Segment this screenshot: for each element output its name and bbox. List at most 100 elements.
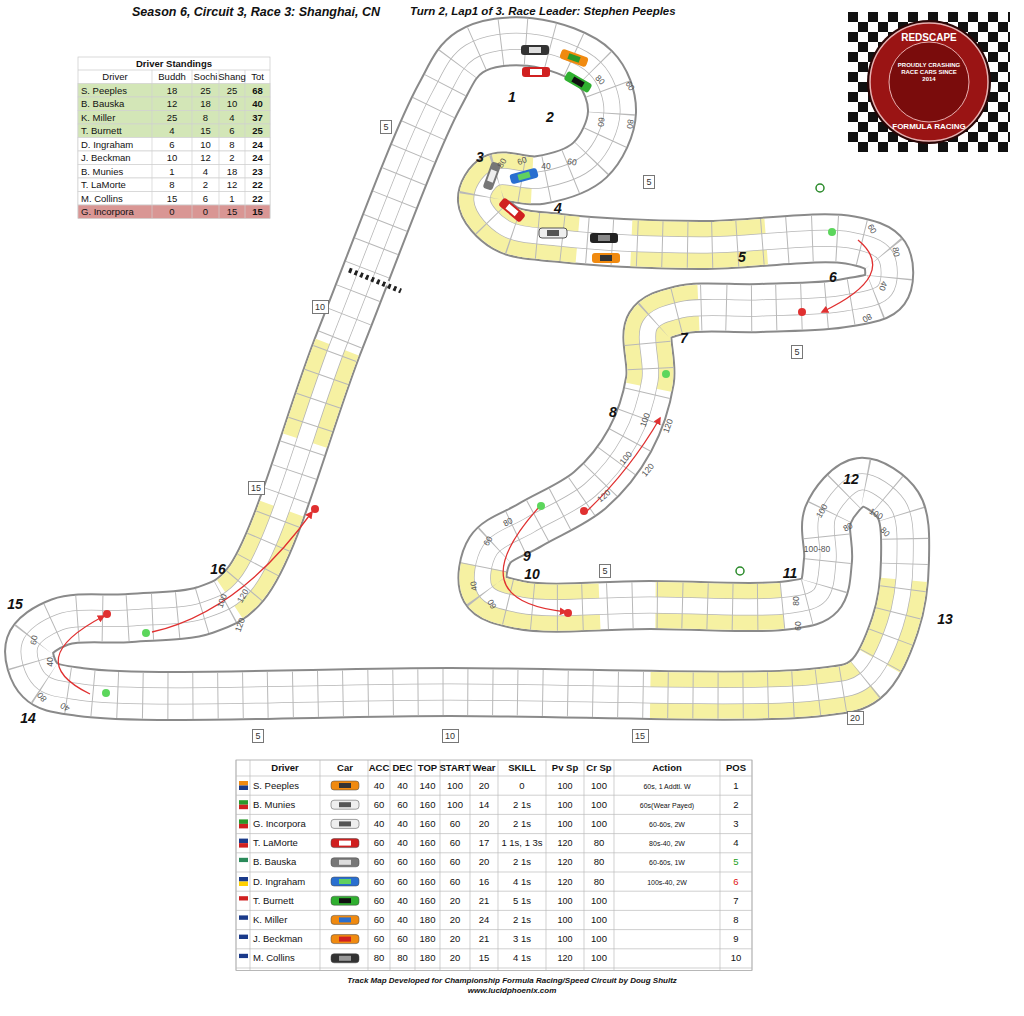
table-header: Wear <box>472 763 495 773</box>
table-cell: 40 <box>397 781 408 791</box>
table-cell: 20 <box>479 781 490 791</box>
table-cell: J. Beckman <box>81 153 131 163</box>
table-cell: 60 <box>374 877 385 887</box>
grid-line <box>236 891 752 892</box>
table-cell <box>78 178 270 192</box>
table-cell: 17 <box>479 838 490 848</box>
turn-number: 14 <box>20 711 36 725</box>
table-cell: 60 <box>374 858 385 868</box>
distance-marker: 20 <box>847 711 864 725</box>
table-cell: 0 <box>519 781 524 791</box>
table-cell <box>239 786 248 791</box>
speed-limit: 60 <box>567 157 578 167</box>
distance-marker: 5 <box>380 120 392 134</box>
car-icon <box>339 802 351 807</box>
turn-number: 16 <box>210 562 226 576</box>
table-cell: 40 <box>397 915 408 925</box>
table-cell: 60 <box>450 858 461 868</box>
marker-number: 5 <box>383 123 388 132</box>
car-icon <box>331 839 359 848</box>
table-cell: 60 <box>374 934 385 944</box>
track-layer <box>29 41 905 696</box>
table-cell <box>78 84 270 98</box>
table-cell: J. Beckman <box>253 934 303 944</box>
speed-limit: 60 <box>596 117 605 127</box>
table-cell: 180 <box>420 915 436 925</box>
logo-text: REDSCAPE <box>884 32 974 44</box>
car-icon <box>339 956 351 961</box>
grid-line <box>192 70 193 218</box>
table-cell <box>78 111 270 125</box>
table-header: Shang <box>218 72 245 82</box>
table-header: DEC <box>392 763 412 773</box>
table-cell: 140 <box>420 781 436 791</box>
table-cell: 80 <box>374 954 385 964</box>
table-cell: 6 <box>733 877 738 887</box>
marker-number: 15 <box>251 484 261 493</box>
table-cell: 100 <box>557 800 572 809</box>
table-cell: 8 <box>203 113 208 123</box>
table-cell: 160 <box>420 896 436 906</box>
table-cell <box>239 882 248 887</box>
credit-note: Track Map Developed for Championship For… <box>347 977 677 985</box>
table-cell: 5 <box>733 858 738 868</box>
table-cell: B. Bauska <box>253 858 296 868</box>
table-cell: 25 <box>200 86 211 96</box>
car-icon <box>331 800 359 809</box>
grid-line <box>236 833 752 834</box>
track-layer <box>29 41 905 696</box>
table-cell: 40 <box>397 819 408 829</box>
grid-line <box>368 760 369 970</box>
table-cell: 40 <box>397 896 408 906</box>
car-icon <box>339 783 351 788</box>
table-cell <box>239 805 248 810</box>
table-cell: 25 <box>167 113 178 123</box>
table-cell: 24 <box>252 140 263 150</box>
table-cell: 160 <box>420 877 436 887</box>
grid-line <box>236 760 237 970</box>
table-cell: 18 <box>227 167 238 177</box>
table-cell: 8 <box>169 180 174 190</box>
track-layer <box>29 41 905 696</box>
table-header: Tot <box>251 72 264 82</box>
grid-line <box>236 776 752 777</box>
grid-line <box>614 760 615 970</box>
turn-number: 3 <box>476 150 484 164</box>
turn-number: 10 <box>524 567 540 581</box>
table-cell <box>239 843 248 848</box>
table-cell: 21 <box>479 896 490 906</box>
page-title: Season 6, Circuit 3, Race 3: Shanghai, C… <box>132 6 380 19</box>
table-cell: B. Munies <box>81 167 123 177</box>
grid-line <box>720 760 721 970</box>
table-cell: 22 <box>252 180 263 190</box>
table-cell: 1 <box>169 167 174 177</box>
table-cell: 4 <box>169 126 174 136</box>
table-cell: 10 <box>227 99 238 109</box>
turn-number: 7 <box>680 331 688 345</box>
car-icon <box>331 935 359 944</box>
table-cell: 160 <box>420 858 436 868</box>
table-cell: 23 <box>252 167 263 177</box>
table-cell: 2 <box>203 180 208 190</box>
table-cell <box>239 781 248 786</box>
table-cell: S. Peeples <box>81 86 127 96</box>
table-cell <box>78 97 270 111</box>
grid-line <box>440 760 441 970</box>
table-cell <box>239 935 248 940</box>
marker-number: 5 <box>646 178 651 187</box>
table-cell: 60s(Wear Payed) <box>640 801 694 808</box>
table-cell: 40 <box>397 838 408 848</box>
table-cell: 60 <box>397 800 408 810</box>
table-cell: 4 <box>229 113 234 123</box>
turn-number: 6 <box>829 270 837 284</box>
track-layer <box>29 41 905 696</box>
grid-line <box>470 760 471 970</box>
credit-url: www.lucidphoenix.com <box>468 987 557 995</box>
table-cell: 60-60s, 1W <box>649 859 685 866</box>
marker-number: 5 <box>255 732 260 741</box>
distance-marker: 15 <box>248 481 265 495</box>
car-icon <box>331 819 359 828</box>
marker-number: 10 <box>315 303 325 312</box>
turn-number: 11 <box>783 566 798 580</box>
table-header: Car <box>337 763 353 773</box>
